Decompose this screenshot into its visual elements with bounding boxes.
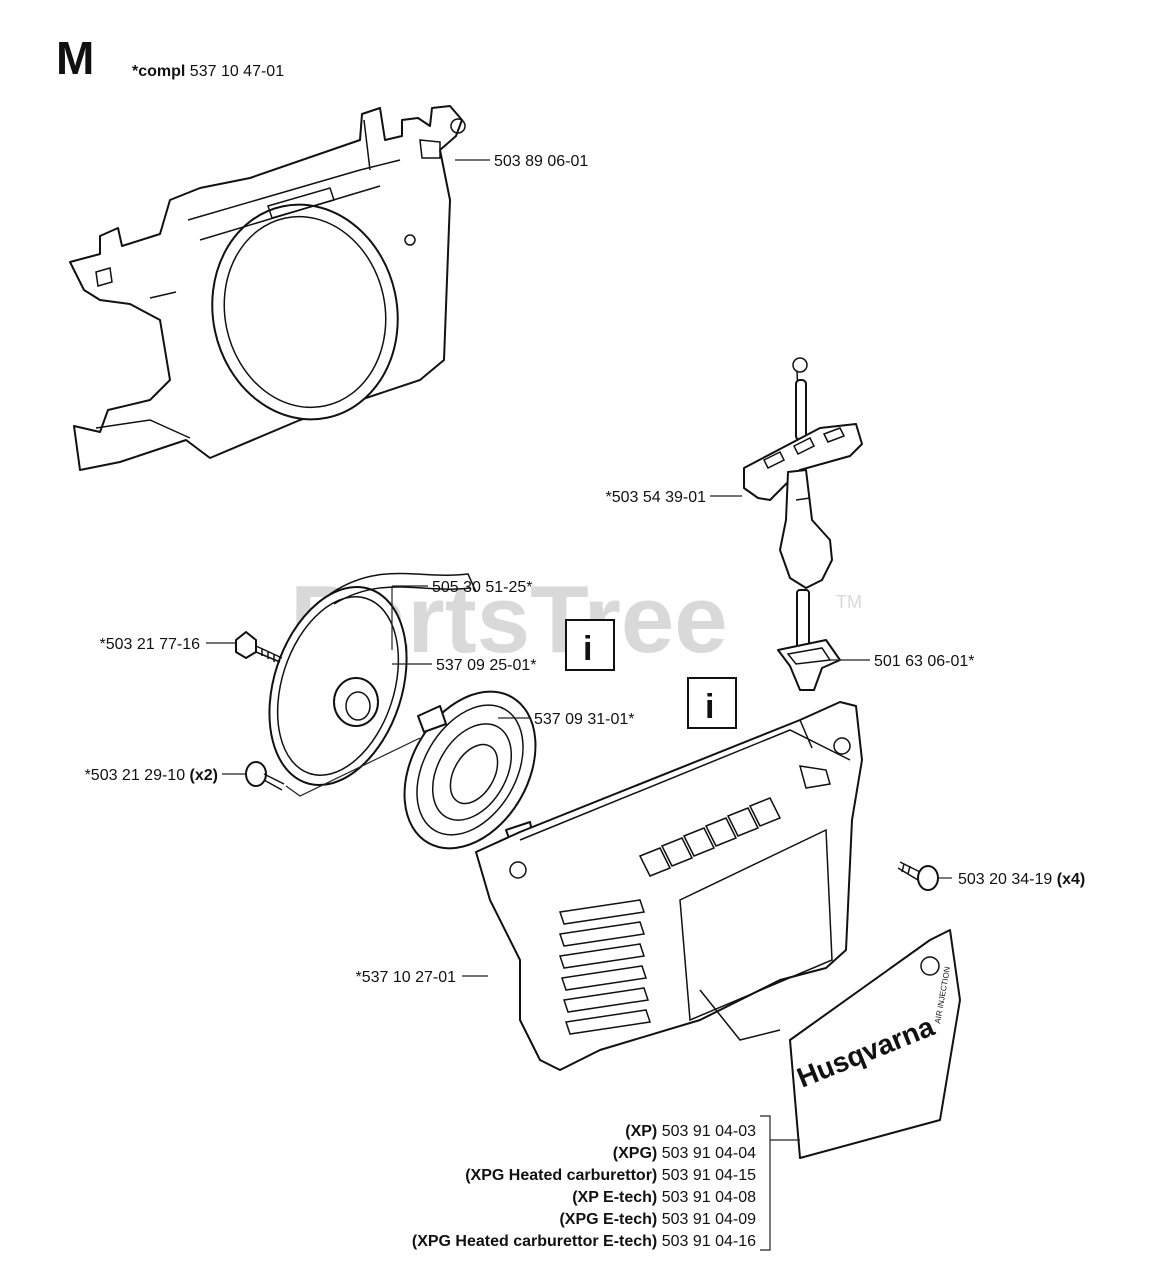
rope-guide-drawing [777, 639, 841, 691]
label-p6: 501 63 06-01* [874, 653, 975, 670]
variant-model: (XPG Heated carburettor) [465, 1167, 657, 1184]
variant-row: (XP E-tech) 503 91 04-08 [572, 1189, 756, 1206]
screw-p4-drawing [235, 631, 283, 663]
svg-text:i: i [705, 688, 714, 726]
watermark-tm: TM [836, 592, 862, 612]
label-p4: *503 21 77-16 [99, 636, 200, 653]
label-p9-number: 503 20 34-19 [958, 871, 1052, 888]
section-letter: M [56, 32, 94, 84]
label-p8-qty: (x2) [190, 767, 218, 784]
variant-number: 503 91 04-08 [657, 1189, 756, 1206]
variant-number: 503 91 04-04 [657, 1145, 756, 1162]
variant-row: (XP) 503 91 04-03 [625, 1123, 756, 1140]
label-p8-number: *503 21 29-10 [85, 767, 186, 784]
starter-handle-drawing [743, 357, 863, 651]
compl-number: 537 10 47-01 [190, 63, 284, 80]
variant-model: (XPG) [613, 1145, 657, 1162]
variant-row: (XPG) 503 91 04-04 [613, 1145, 756, 1162]
label-p2: *503 54 39-01 [605, 489, 706, 506]
variant-model: (XPG Heated carburettor E-tech) [412, 1233, 657, 1250]
compl-label: *compl 537 10 47-01 [132, 63, 284, 80]
variant-number: 503 91 04-15 [657, 1167, 756, 1184]
starter-pulley-drawing [268, 572, 477, 787]
variant-row: (XPG Heated carburettor E-tech) 503 91 0… [412, 1233, 756, 1250]
variant-model: (XPG E-tech) [559, 1211, 657, 1228]
variant-model: (XP E-tech) [572, 1189, 657, 1206]
guard-cover-drawing [69, 105, 466, 471]
variant-row: (XPG Heated carburettor) 503 91 04-15 [465, 1167, 756, 1184]
label-p8: *503 21 29-10 (x2) [85, 767, 218, 784]
screw-p9-drawing [897, 861, 939, 891]
label-p1: 503 89 06-01 [494, 153, 588, 170]
screw-p8-drawing [245, 761, 285, 791]
variant-model: (XP) [625, 1123, 657, 1140]
variant-row: (XPG E-tech) 503 91 04-09 [559, 1211, 756, 1228]
decal-drawing: Husqvarna AIR INJECTION [789, 929, 961, 1159]
compl-prefix: *compl [132, 63, 185, 80]
variant-list: (XP) 503 91 04-03(XPG) 503 91 04-04(XPG … [412, 1123, 756, 1250]
variant-number: 503 91 04-09 [657, 1211, 756, 1228]
leader-lines [206, 159, 952, 1251]
variant-number: 503 91 04-03 [657, 1123, 756, 1140]
label-p9-qty: (x4) [1057, 871, 1085, 888]
label-p3: 505 30 51-25* [432, 579, 533, 596]
label-p7: 537 09 31-01* [534, 711, 635, 728]
info-icon-2: i [687, 677, 737, 729]
label-p10: *537 10 27-01 [355, 969, 456, 986]
starter-housing-drawing [475, 701, 863, 1071]
info-icon-1: i [565, 619, 615, 671]
label-p5: 537 09 25-01* [436, 657, 537, 674]
svg-text:i: i [583, 630, 592, 668]
variant-number: 503 91 04-16 [657, 1233, 756, 1250]
label-p9: 503 20 34-19 (x4) [958, 871, 1085, 888]
